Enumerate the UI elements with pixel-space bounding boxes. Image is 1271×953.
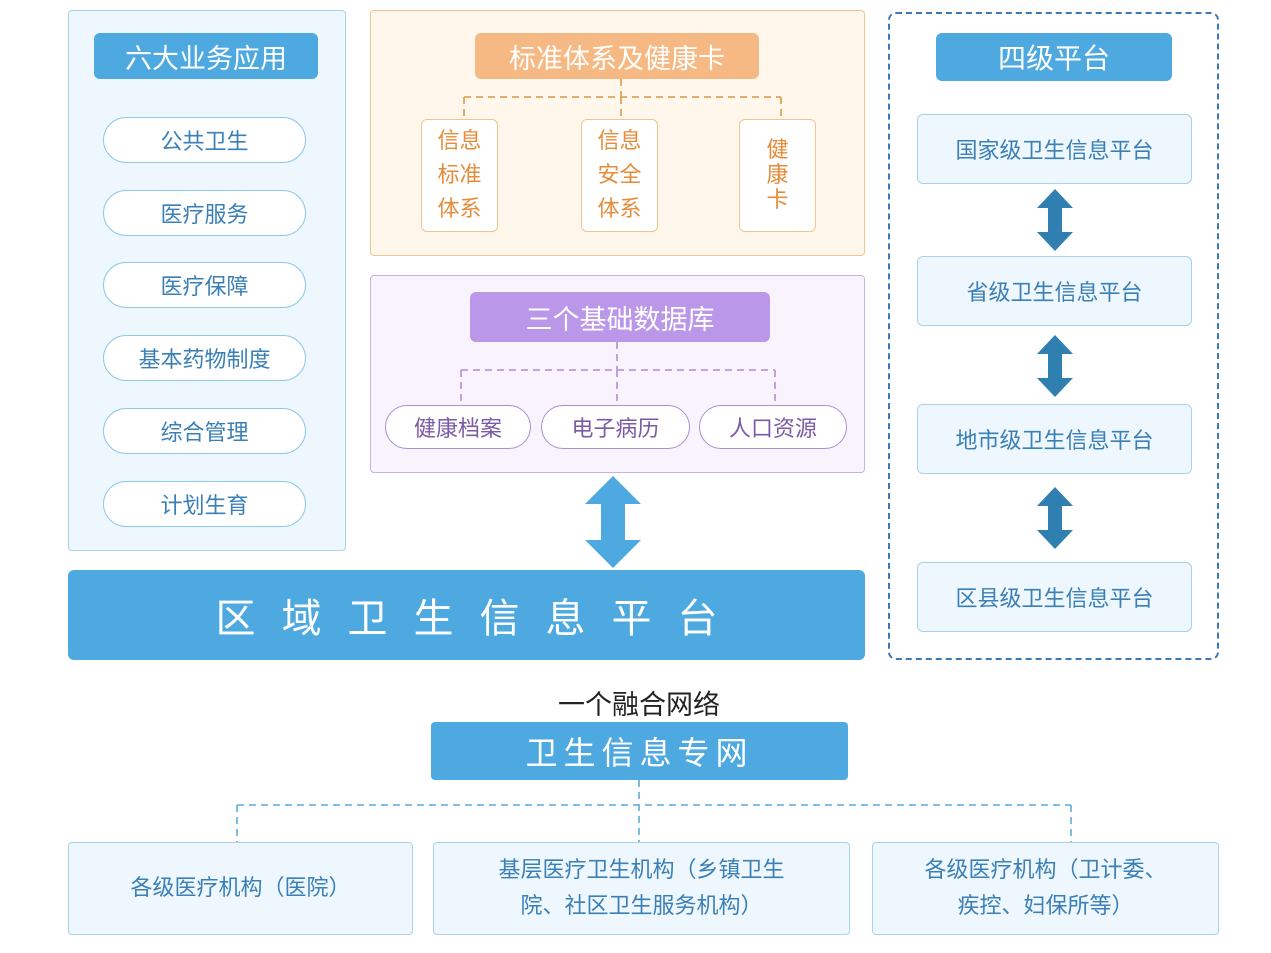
four-level-panel (888, 12, 1219, 660)
institution-line: 各级医疗机构（医院） (130, 875, 351, 901)
institution-line: 基层医疗卫生机构（乡镇卫生 (498, 857, 785, 883)
business-item-family-planning: 计划生育 (103, 481, 306, 527)
four-level-title: 四级平台 (936, 33, 1172, 81)
institution-line: 各级医疗机构（卫计委、 (924, 857, 1167, 883)
business-item-management: 综合管理 (103, 408, 306, 454)
standard-line: 健 (766, 138, 789, 163)
business-item-essential-drugs: 基本药物制度 (103, 335, 306, 381)
level-county: 区县级卫生信息平台 (917, 562, 1192, 632)
institution-agencies: 各级医疗机构（卫计委、 疾控、妇保所等） (872, 842, 1219, 935)
standards-title: 标准体系及健康卡 (475, 33, 759, 79)
standard-line: 体系 (597, 196, 642, 222)
standard-line: 信息 (437, 128, 482, 154)
standard-line: 体系 (437, 196, 482, 222)
business-apps-title: 六大业务应用 (94, 33, 318, 79)
database-health-records: 健康档案 (385, 405, 531, 449)
standard-info-security: 信息 安全 体系 (581, 119, 658, 232)
network-title: 卫生信息专网 (431, 722, 848, 780)
network-tree-lines (236, 780, 1072, 842)
database-emr: 电子病历 (541, 405, 690, 449)
standard-info-standard: 信息 标准 体系 (421, 119, 498, 232)
standard-line: 信息 (597, 128, 642, 154)
standard-health-card: 健 康 卡 (739, 119, 816, 232)
regional-platform-bar: 区域卫生信息平台 (68, 570, 865, 660)
standard-line: 安全 (597, 162, 642, 188)
double-arrow-icon (585, 476, 641, 568)
institution-line: 疾控、妇保所等） (957, 893, 1134, 919)
business-item-medical-service: 医疗服务 (103, 190, 306, 236)
level-city: 地市级卫生信息平台 (917, 404, 1192, 474)
database-population: 人口资源 (699, 405, 847, 449)
standard-line: 康 (766, 163, 789, 188)
network-caption: 一个融合网络 (558, 689, 720, 721)
institution-primary-care: 基层医疗卫生机构（乡镇卫生 院、社区卫生服务机构） (433, 842, 850, 935)
institution-line: 院、社区卫生服务机构） (520, 893, 763, 919)
databases-title: 三个基础数据库 (470, 292, 770, 342)
business-item-public-health: 公共卫生 (103, 117, 306, 163)
level-national: 国家级卫生信息平台 (917, 114, 1192, 184)
business-item-medical-insurance: 医疗保障 (103, 262, 306, 308)
standard-line: 标准 (437, 162, 482, 188)
level-provincial: 省级卫生信息平台 (917, 256, 1192, 326)
institution-hospitals: 各级医疗机构（医院） (68, 842, 413, 935)
standard-line: 卡 (766, 188, 789, 213)
